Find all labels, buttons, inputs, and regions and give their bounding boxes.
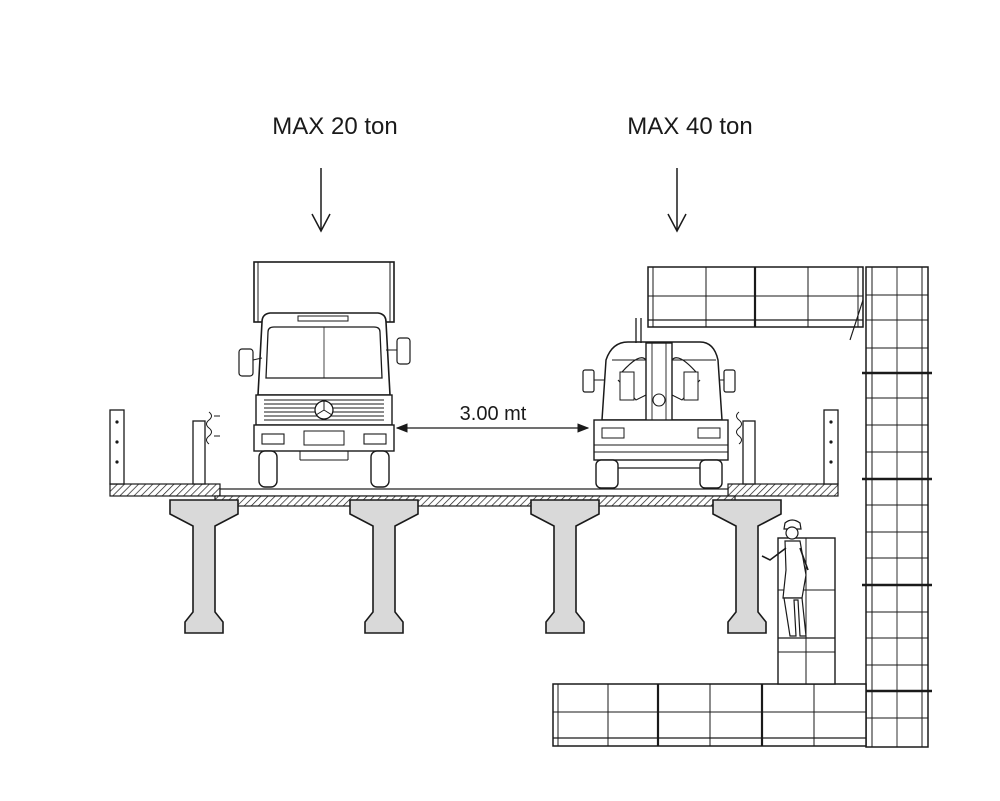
load-arrow-truck — [311, 168, 331, 233]
upper-platform — [647, 266, 864, 341]
load-arrow-inspection-vehicle — [667, 168, 687, 233]
load-label-inspection-vehicle: MAX 40 ton — [627, 113, 752, 140]
vertical-mast — [862, 266, 932, 748]
railing-left — [109, 409, 220, 485]
lower-platform — [552, 683, 867, 747]
girder-4 — [712, 499, 782, 634]
inspection-vehicle-front-view — [582, 318, 736, 489]
girder-3 — [530, 499, 600, 634]
truck-front-view — [238, 261, 411, 488]
railing-right — [736, 409, 839, 485]
girder-2 — [349, 499, 419, 634]
load-label-truck: MAX 20 ton — [272, 113, 397, 140]
worker-figure — [761, 519, 809, 637]
girder-1 — [169, 499, 239, 634]
clearance-dimension-label: 3.00 mt — [460, 403, 527, 425]
